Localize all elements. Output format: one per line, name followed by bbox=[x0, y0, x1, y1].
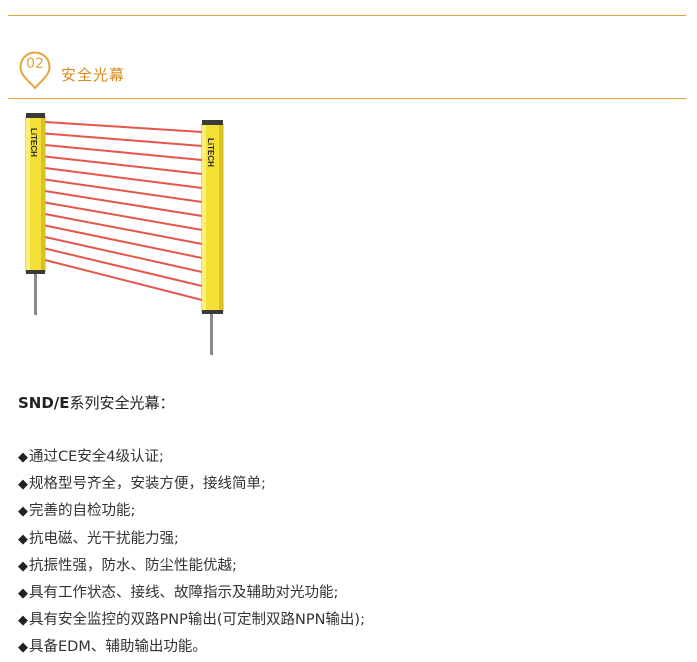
spec-title-rest: 系列安全光幕： bbox=[69, 394, 175, 412]
light-beam bbox=[44, 155, 203, 175]
light-beam bbox=[44, 167, 203, 189]
light-beam bbox=[44, 121, 203, 133]
diamond-bullet-icon: ◆ bbox=[18, 477, 28, 493]
light-beam bbox=[44, 178, 203, 203]
list-item: ◆抗振性强，防水、防尘性能优越; bbox=[18, 553, 365, 580]
list-item: ◆通过CE安全4级认证; bbox=[18, 444, 365, 471]
list-item: ◆抗电磁、光干扰能力强; bbox=[18, 526, 365, 553]
left-emitter-unit: LiTECH bbox=[25, 113, 46, 274]
light-beam bbox=[44, 236, 203, 273]
light-beam bbox=[44, 144, 203, 161]
light-beam bbox=[44, 247, 203, 287]
light-beam bbox=[44, 259, 203, 301]
left-cable bbox=[34, 270, 37, 315]
right-brand-label: LiTECH bbox=[206, 138, 215, 167]
header-divider bbox=[8, 98, 686, 99]
diamond-bullet-icon: ◆ bbox=[18, 613, 28, 629]
section-header: 02 安全光幕 bbox=[8, 44, 686, 100]
light-beam bbox=[44, 213, 203, 245]
feature-list: ◆通过CE安全4级认证; ◆规格型号齐全，安装方便，接线简单; ◆完善的自检功能… bbox=[18, 444, 365, 662]
diamond-bullet-icon: ◆ bbox=[18, 640, 28, 656]
spec-section: SND/E系列安全光幕： ◆通过CE安全4级认证; ◆规格型号齐全，安装方便，接… bbox=[18, 390, 678, 655]
safety-light-curtain-image: LiTECH LiTECH bbox=[18, 110, 243, 362]
light-beam bbox=[44, 201, 203, 231]
diamond-bullet-icon: ◆ bbox=[18, 558, 28, 574]
list-item: ◆规格型号齐全，安装方便，接线简单; bbox=[18, 471, 365, 498]
list-item: ◆完善的自检功能; bbox=[18, 498, 365, 525]
list-item: ◆具备EDM、辅助输出功能。 bbox=[18, 634, 365, 661]
section-title: 安全光幕 bbox=[61, 66, 126, 84]
section-number: 02 bbox=[26, 56, 44, 72]
right-receiver-unit: LiTECH bbox=[201, 120, 224, 314]
list-item: ◆具有安全监控的双路PNP输出(可定制双路NPN输出); bbox=[18, 607, 365, 634]
light-curtain-illustration: LiTECH LiTECH bbox=[25, 113, 224, 355]
light-beam bbox=[44, 132, 203, 147]
right-cable bbox=[210, 310, 213, 355]
section-number-badge: 02 bbox=[19, 51, 51, 90]
diamond-bullet-icon: ◆ bbox=[18, 531, 28, 547]
diamond-bullet-icon: ◆ bbox=[18, 585, 28, 601]
diamond-bullet-icon: ◆ bbox=[18, 450, 28, 465]
diamond-bullet-icon: ◆ bbox=[18, 504, 28, 520]
spec-title: SND/E系列安全光幕： bbox=[18, 390, 678, 416]
top-divider bbox=[8, 15, 686, 16]
light-beam bbox=[44, 190, 203, 217]
spec-model: SND/E bbox=[18, 394, 70, 412]
list-item: ◆具有工作状态、接线、故障指示及辅助对光功能; bbox=[18, 580, 365, 607]
light-beam bbox=[44, 224, 203, 259]
left-brand-label: LiTECH bbox=[29, 128, 38, 157]
light-beams bbox=[44, 121, 203, 301]
location-pin-icon bbox=[19, 51, 51, 90]
